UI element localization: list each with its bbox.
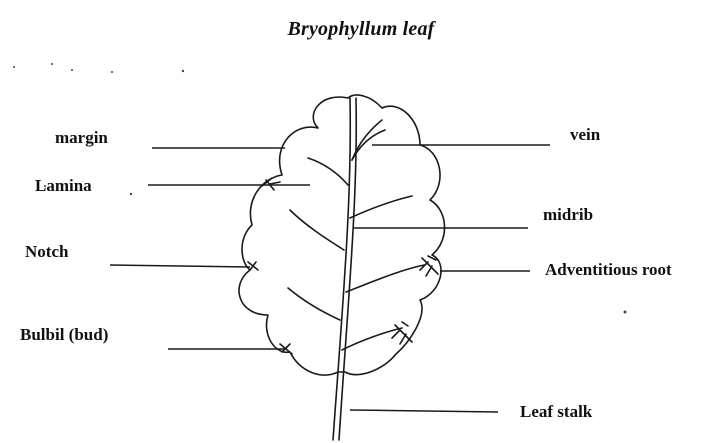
vein-8 <box>342 328 402 350</box>
midrib <box>333 98 350 440</box>
label-notch: Notch <box>25 242 68 262</box>
label-midrib: midrib <box>543 205 593 225</box>
label-bulbil: Bulbil (bud) <box>20 325 108 345</box>
bulbil-mark-lamina <box>262 178 280 190</box>
vein-4 <box>350 196 412 218</box>
vein-3 <box>308 158 348 185</box>
notch-pointer <box>110 265 250 267</box>
label-margin: margin <box>55 128 108 148</box>
label-adventitious-root: Adventitious root <box>545 260 672 280</box>
label-leaf-stalk: Leaf stalk <box>520 402 592 422</box>
scan-speck <box>71 69 73 71</box>
leaf-stalk-pointer <box>350 410 498 412</box>
label-vein: vein <box>570 125 600 145</box>
scan-speck <box>111 71 113 73</box>
scan-speck <box>130 193 132 195</box>
scan-speck <box>13 66 15 68</box>
vein-5 <box>290 210 344 250</box>
scan-speck <box>182 70 184 72</box>
scan-speck <box>624 311 627 314</box>
leaf-stalk <box>339 98 356 440</box>
vein-6 <box>346 265 424 292</box>
label-lamina: Lamina <box>35 176 92 196</box>
vein-7 <box>288 288 340 320</box>
leaf-outline <box>239 95 445 375</box>
scan-speck <box>51 63 53 65</box>
